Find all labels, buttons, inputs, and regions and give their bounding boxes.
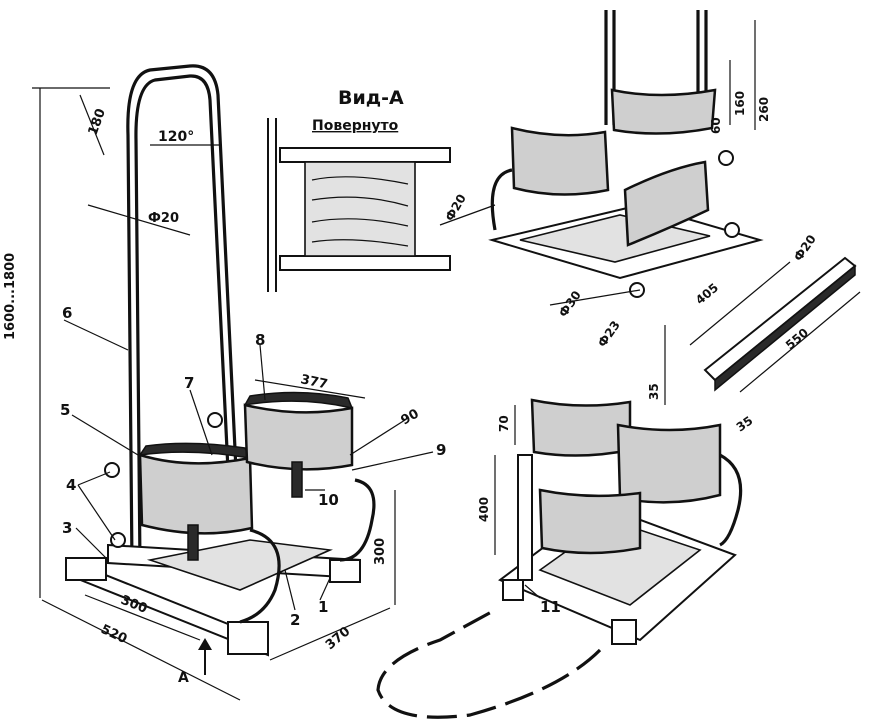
tr-pad-left: [510, 126, 610, 196]
tr-knob: [718, 150, 734, 166]
part-5: 5: [60, 401, 70, 419]
part-4: 4: [66, 476, 76, 494]
dim-line-180: [79, 94, 105, 156]
tr-dim-35a: 35: [647, 383, 661, 400]
main-assembly: [32, 64, 434, 701]
part-2: 2: [290, 611, 300, 629]
leader-1: [319, 577, 331, 601]
leader-11: [524, 584, 541, 599]
knob-4a: [104, 462, 120, 478]
foot-block-front: [227, 621, 269, 655]
part-11: 11: [540, 598, 561, 616]
tr-dim-35b: 35: [734, 413, 756, 434]
part-1: 1: [318, 598, 328, 616]
tr-dim-phi30: [549, 289, 641, 306]
view-a-rail-bottom: [279, 255, 451, 271]
dim-angle-120: 120°: [158, 129, 194, 145]
tr-dim-phi20-right: Ф20: [791, 232, 819, 263]
leader-9: [351, 451, 434, 471]
dim-height-total: 1600...1800: [3, 253, 18, 340]
tr-dim-405: [689, 261, 791, 346]
foot-block-right: [329, 559, 361, 583]
part-3: 3: [62, 519, 72, 537]
br-foot-right: [611, 619, 637, 645]
tr-dim-60-label: 60: [709, 117, 723, 134]
br-pad-top-left: [530, 398, 632, 457]
back-pad-top: [243, 391, 354, 410]
tr-dim-phi20-left: Ф20: [442, 192, 468, 224]
leader-3: [75, 527, 109, 561]
view-a-board: [304, 161, 416, 257]
view-arrow-a-head: [198, 638, 212, 650]
part-10: 10: [318, 491, 339, 509]
dim-180: 180: [86, 107, 109, 138]
leader-5: [71, 414, 139, 456]
br-tube: [719, 453, 743, 547]
leader-8: [259, 344, 266, 401]
view-a-title: Вид-А: [338, 87, 404, 109]
view-a-grain: [311, 176, 409, 247]
part-7: 7: [184, 374, 194, 392]
tube-loop-right: [339, 478, 376, 562]
dim-520: 520: [98, 622, 129, 647]
top-right-assembly: [439, 10, 861, 405]
br-pad-low: [538, 488, 642, 555]
leader-4b: [77, 484, 116, 541]
br-dim-400-label: 400: [477, 497, 491, 522]
leader-6: [63, 319, 129, 351]
handle-frame-inner: [134, 74, 230, 566]
front-pad: [138, 453, 254, 535]
dim-377: 377: [299, 372, 329, 392]
handle-frame: [126, 64, 238, 566]
pin-front: [187, 524, 199, 561]
tr-dim-phi30: Ф30: [556, 288, 584, 319]
dim-line-520: [41, 599, 241, 701]
tr-tube: [490, 168, 513, 231]
br-foot-left: [502, 579, 524, 601]
tr-dim-160-label: 160: [733, 91, 747, 116]
part-9: 9: [436, 441, 446, 459]
back-pad: [243, 403, 354, 471]
view-a-subtitle: Повернуто: [312, 118, 399, 134]
knob-4b: [110, 532, 126, 548]
leader-7: [189, 389, 213, 456]
dim-370: 370: [323, 624, 353, 653]
dim-300-side: 300: [373, 538, 388, 565]
dim-phi20-main: Ф20: [148, 211, 179, 226]
leader-2: [284, 569, 296, 611]
br-handle-folded: [376, 608, 602, 719]
view-a-rail-top: [279, 147, 451, 163]
leader-4a: [77, 471, 111, 486]
view-arrow-a-label: А: [178, 670, 189, 686]
dim-line-300-front: [84, 594, 201, 641]
part-8: 8: [255, 331, 265, 349]
dim-line-phi20: [87, 204, 191, 236]
view-a-detail: [267, 118, 451, 292]
tr-pad-right: [623, 160, 710, 247]
tr-pad-top: [610, 88, 717, 135]
tr-dim-260-label: 260: [757, 97, 771, 122]
pin-10: [291, 461, 303, 498]
tr-knob-right: [724, 222, 740, 238]
foot-block-left: [65, 557, 107, 581]
tr-dim-550: [739, 291, 861, 393]
tr-bar: [703, 256, 857, 382]
knob-7: [207, 412, 223, 428]
tr-dim-phi23: Ф23: [595, 318, 623, 349]
dim-line-377: [254, 379, 366, 399]
dim-line-370: [269, 607, 391, 661]
br-post: [517, 454, 533, 581]
tube-loop-left: [239, 528, 281, 624]
br-dim-70-label: 70: [497, 415, 511, 432]
dim-90: 90: [399, 406, 422, 428]
tr-dim-phi20: [439, 204, 496, 226]
bottom-right-assembly: [376, 398, 743, 719]
tr-dim-405: 405: [693, 280, 721, 307]
br-pad-top-right: [616, 423, 722, 504]
dim-line-90: [349, 419, 406, 456]
tr-bar-side: [714, 264, 856, 392]
part-6: 6: [62, 304, 72, 322]
